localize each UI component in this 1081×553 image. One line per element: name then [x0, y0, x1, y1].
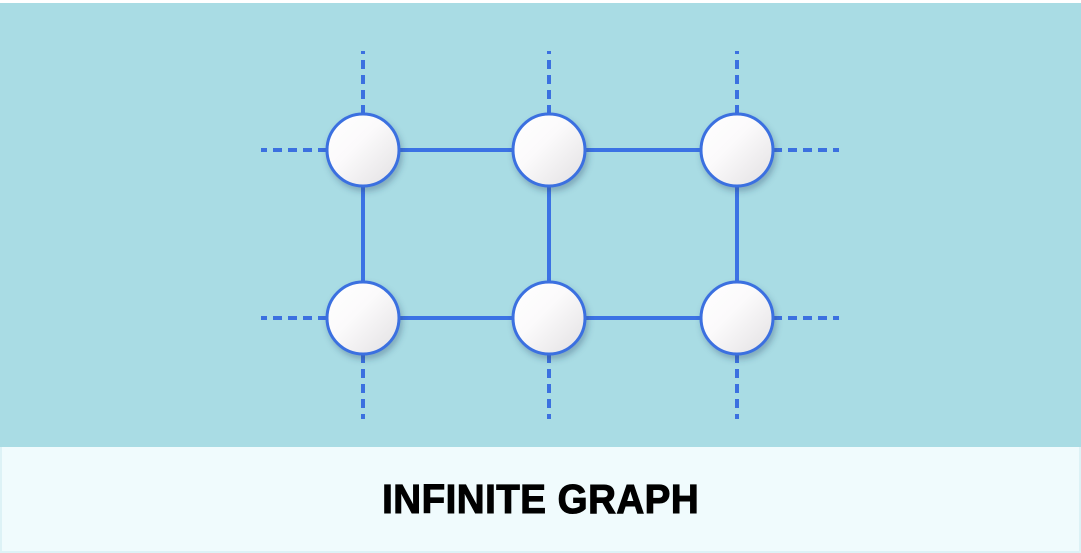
- dashed-edge-layer: [261, 51, 839, 419]
- graph-illustration-panel: [0, 3, 1081, 447]
- page-title: INFINITE GRAPH: [381, 475, 700, 522]
- caption-panel: INFINITE GRAPH: [0, 447, 1081, 553]
- node-layer: [325, 112, 775, 356]
- graph-canvas: [261, 51, 839, 419]
- graph-node-n-r0-c2[interactable]: [699, 112, 775, 188]
- graph-node-n-r1-c0[interactable]: [325, 280, 401, 356]
- solid-edge-layer: [361, 148, 739, 320]
- graph-node-n-r1-c2[interactable]: [699, 280, 775, 356]
- graph-node-n-r1-c1[interactable]: [511, 280, 587, 356]
- graph-node-n-r0-c1[interactable]: [511, 112, 587, 188]
- graph-node-n-r0-c0[interactable]: [325, 112, 401, 188]
